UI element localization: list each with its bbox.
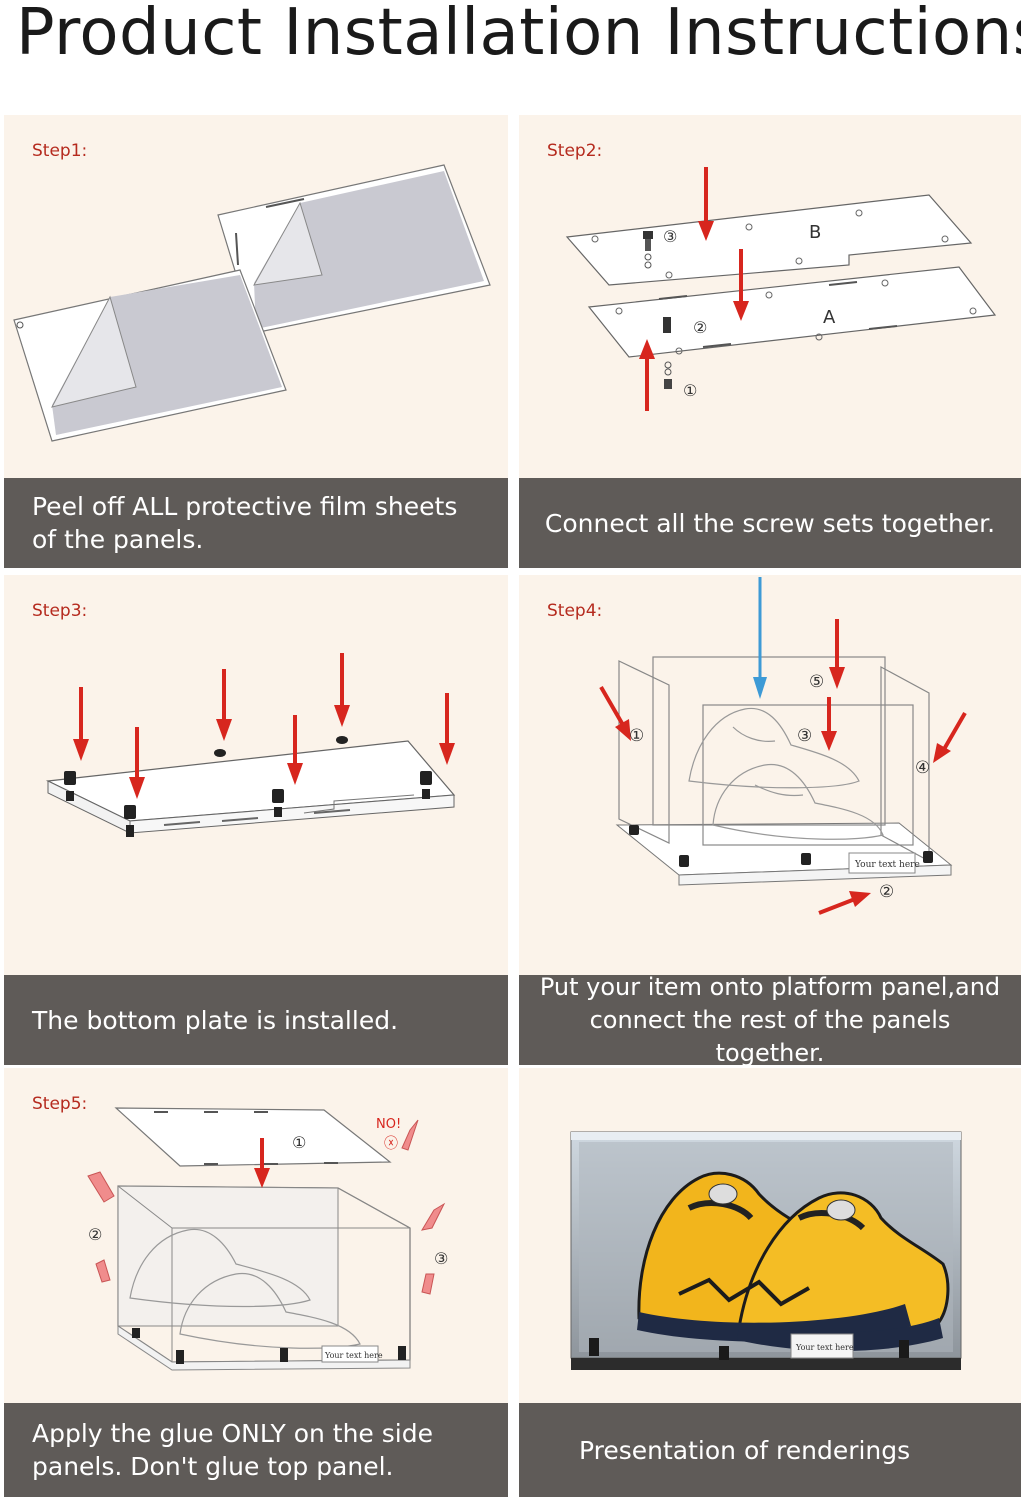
step4-marker-two: ② — [879, 882, 894, 902]
step4-marker-four: ④ — [915, 758, 930, 778]
step3-caption: The bottom plate is installed. — [4, 975, 508, 1065]
step2-panel-b-label: B — [809, 222, 821, 243]
step5-panel: Step5: Your text here — [4, 1068, 508, 1403]
step4-nameplate: Your text here — [854, 860, 920, 870]
step4-caption: Put your item onto platform panel,and co… — [519, 973, 1021, 1067]
step5-x-mark: ⓧ — [384, 1136, 398, 1152]
rendering-illustration: Your text here — [570, 1131, 962, 1370]
step5-no-label: NO! — [376, 1117, 401, 1132]
step4-marker-three: ③ — [797, 726, 812, 746]
step4-label: Step4: — [547, 601, 603, 621]
step2-marker-two: ② — [693, 318, 707, 337]
step2-marker-three: ③ — [663, 227, 677, 246]
step1-illustration — [13, 164, 491, 442]
step2-panel: Step2: — [519, 115, 1021, 478]
step2-panel-a-label: A — [823, 307, 836, 328]
step5-label: Step5: — [32, 1094, 88, 1114]
rendering-nameplate: Your text here — [795, 1343, 854, 1352]
page-title: Product Installation Instructions — [16, 0, 1021, 70]
step4-marker-five: ⑤ — [809, 672, 824, 692]
step5-nameplate: Your text here — [324, 1351, 383, 1360]
step5-marker-two: ② — [88, 1225, 102, 1244]
step5-marker-three: ③ — [434, 1249, 448, 1268]
step2-marker-one: ① — [683, 381, 697, 400]
step1-caption: Peel off ALL protective film sheets of t… — [4, 478, 508, 568]
step2-caption: Connect all the screw sets together. — [519, 478, 1021, 568]
step3-panel: Step3: — [4, 575, 508, 975]
rendering-caption: Presentation of renderings — [519, 1403, 1021, 1497]
step5-illustration: Your text here ① ② ③ NO! ⓧ — [87, 1107, 448, 1371]
step4-panel: Step4: Your text here — [519, 575, 1021, 975]
step3-illustration — [45, 653, 456, 837]
step5-caption: Apply the glue ONLY on the side panels. … — [4, 1403, 508, 1497]
step2-illustration: ③ ② ① B A — [565, 167, 997, 411]
step3-label: Step3: — [32, 601, 88, 621]
step4-illustration: Your text here ① ② ③ ④ ⑤ — [599, 577, 967, 915]
rendering-panel: Your text here — [519, 1068, 1021, 1403]
step1-label: Step1: — [32, 141, 88, 161]
step5-marker-one: ① — [292, 1133, 306, 1152]
step2-label: Step2: — [547, 141, 603, 161]
step1-panel: Step1: — [4, 115, 508, 478]
step4-marker-one: ① — [629, 726, 644, 746]
